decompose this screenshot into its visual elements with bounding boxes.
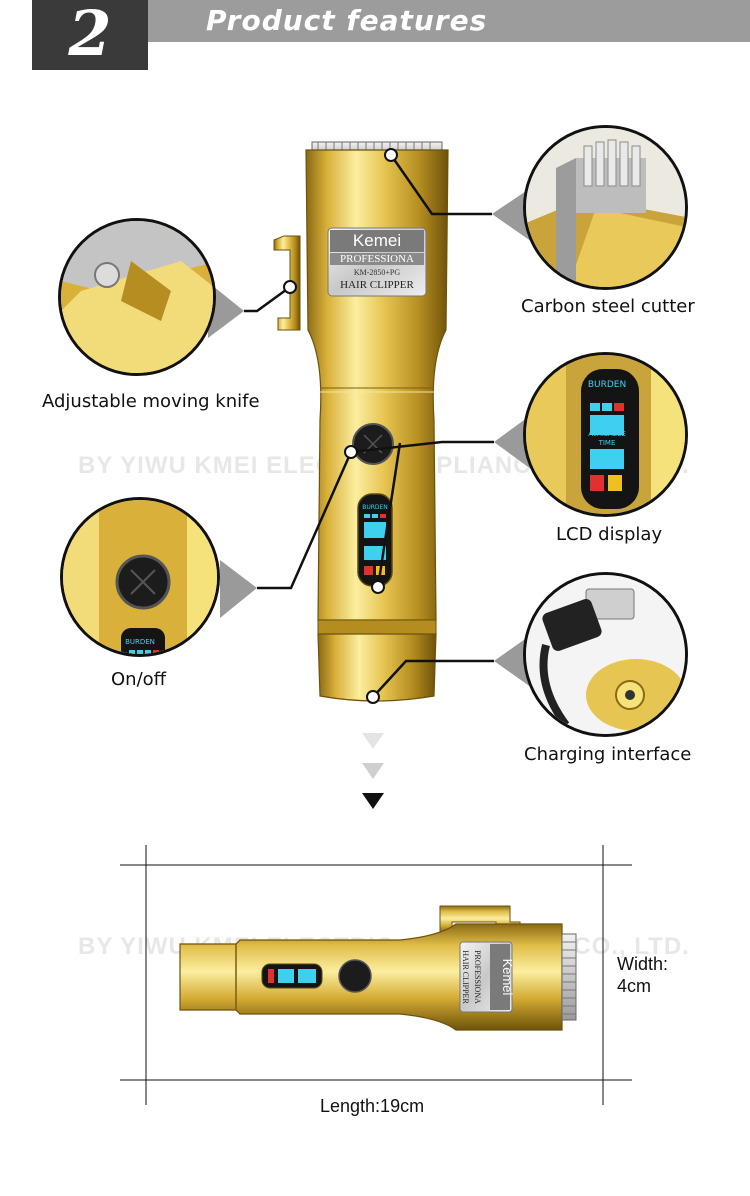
plate-model: KM-2850+PG xyxy=(353,268,401,277)
label-lcd: LCD display xyxy=(556,524,663,545)
h-plate-line3: HAIR CLIPPER xyxy=(461,950,470,1004)
charging-detail-image xyxy=(526,575,685,734)
detail-circle-lcd xyxy=(523,352,688,517)
banner-bar xyxy=(148,0,750,42)
section-banner: 2 Product features xyxy=(0,0,750,70)
detail-circle-cutter xyxy=(523,125,688,290)
lcd-available-text: AVAILABLE xyxy=(588,430,626,438)
knife-detail-image xyxy=(61,221,213,373)
section-number: 2 xyxy=(68,0,112,70)
width-label: Width: xyxy=(617,954,669,974)
label-charging: Charging interface xyxy=(524,744,692,765)
width-value: 4cm xyxy=(617,976,652,996)
label-onoff: On/off xyxy=(111,669,167,690)
down-arrows xyxy=(362,733,384,809)
onoff-detail-image xyxy=(63,500,217,654)
callout-nodes xyxy=(283,148,398,704)
h-plate-line1: PROFESSIONA xyxy=(473,950,482,1004)
plate-line1: PROFESSIONA xyxy=(330,253,424,265)
label-cutter: Carbon steel cutter xyxy=(521,296,695,317)
label-knife: Adjustable moving knife xyxy=(42,391,260,412)
detail-circle-knife xyxy=(58,218,216,376)
h-plate-brand: Kemei xyxy=(500,958,515,996)
length-label: Length:19cm xyxy=(320,1096,425,1116)
section-title: Product features xyxy=(206,4,488,37)
cutter-detail-image xyxy=(526,128,685,287)
clipper-vertical xyxy=(273,141,449,702)
plate-line3: HAIR CLIPPER xyxy=(340,279,414,291)
lcd-burden-text: BURDEN xyxy=(587,380,627,390)
dimension-frame xyxy=(120,845,632,1105)
detail-circle-charging xyxy=(523,572,688,737)
clipper-horizontal xyxy=(179,905,577,1031)
onoff-burden-text: BURDEN xyxy=(125,638,155,646)
detail-circle-onoff xyxy=(60,497,220,657)
plate-brand: Kemei xyxy=(352,231,402,250)
section-number-box xyxy=(32,0,148,70)
lcd-time-text: TIME xyxy=(598,439,616,447)
lcd-burden-small: BURDEN xyxy=(362,504,388,511)
